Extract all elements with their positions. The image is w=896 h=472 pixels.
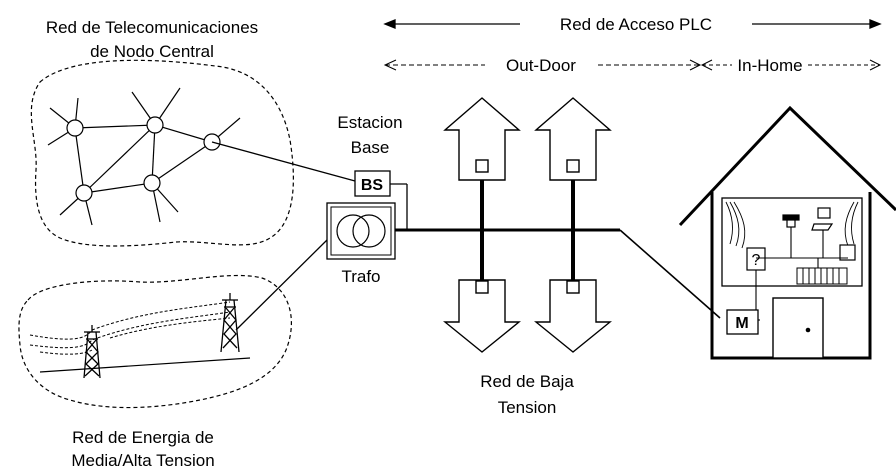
device-box (839, 244, 856, 261)
house-icon (443, 279, 521, 353)
base-station-label-2: Base (351, 138, 390, 157)
door-icon (772, 297, 824, 359)
network-node (143, 174, 161, 192)
transformer-label: Trafo (341, 267, 380, 286)
computer-icon (811, 207, 834, 231)
transformer-icon (326, 202, 396, 260)
core-network-cloud (30, 59, 294, 247)
in-home-house: ? (678, 105, 896, 360)
bs-box-label: BS (361, 177, 384, 194)
energy-network-label-2: Media/Alta Tension (71, 451, 214, 470)
low-voltage-label-2: Tension (498, 398, 557, 417)
core-network-label-2: de Nodo Central (90, 42, 214, 61)
energy-network-label-1: Red de Energia de (72, 428, 214, 447)
inhome-arrow (700, 59, 882, 71)
inhome-label: In-Home (737, 56, 802, 75)
access-network-label: Red de Acceso PLC (560, 15, 712, 34)
radiator-icon (796, 267, 848, 285)
network-node (66, 119, 84, 137)
svg-text:?: ? (752, 252, 761, 269)
house-icon (534, 97, 612, 181)
unknown-device-icon: ? (746, 247, 766, 271)
modem-box: M (726, 309, 759, 335)
outdoor-label: Out-Door (506, 56, 576, 75)
energy-network-cloud (18, 274, 292, 409)
outdoor-arrow (383, 59, 702, 71)
network-node (75, 184, 93, 202)
power-tower-icon (83, 325, 101, 379)
core-network-label-1: Red de Telecomunicaciones (46, 18, 258, 37)
svg-text:M: M (735, 315, 748, 332)
base-station-label-1: Estacion (337, 113, 402, 132)
house-icon (443, 97, 521, 181)
network-node (146, 116, 164, 134)
low-voltage-label-1: Red de Baja (480, 372, 574, 391)
base-station: BS (354, 170, 391, 197)
access-network-arrow (383, 19, 882, 29)
power-tower-icon (220, 293, 240, 353)
house-icon (534, 279, 612, 353)
